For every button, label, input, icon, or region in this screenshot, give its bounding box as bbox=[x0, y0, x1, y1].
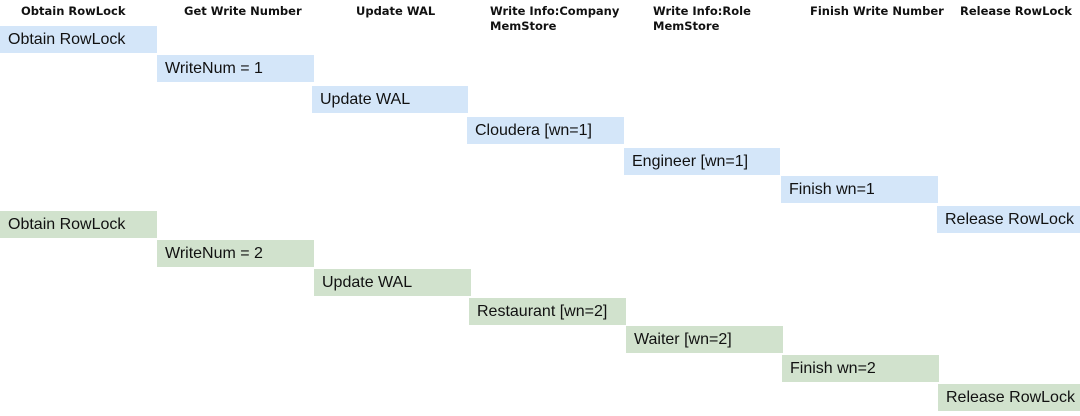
column-header-get-write-number: Get Write Number bbox=[184, 4, 302, 18]
t2-step-release-rowlock: Release RowLock bbox=[938, 384, 1080, 411]
t2-step-update-wal: Update WAL bbox=[314, 269, 471, 296]
t2-step-obtain-rowlock: Obtain RowLock bbox=[0, 211, 157, 238]
t1-step-write-number: WriteNum = 1 bbox=[157, 55, 314, 82]
t2-step-company-memstore: Restaurant [wn=2] bbox=[469, 298, 626, 325]
t1-step-role-memstore: Engineer [wn=1] bbox=[624, 148, 780, 175]
t1-step-update-wal: Update WAL bbox=[312, 86, 468, 113]
t1-step-company-memstore: Cloudera [wn=1] bbox=[467, 117, 624, 144]
column-header-finish-write-number: Finish Write Number bbox=[810, 4, 944, 18]
column-header-write-info-role: Write Info:Role MemStore bbox=[653, 4, 751, 33]
t1-step-finish-write-number: Finish wn=1 bbox=[781, 176, 938, 203]
t2-step-role-memstore: Waiter [wn=2] bbox=[626, 326, 783, 353]
column-header-obtain-rowlock: Obtain RowLock bbox=[21, 4, 126, 18]
t1-step-release-rowlock: Release RowLock bbox=[937, 206, 1080, 233]
t2-step-finish-write-number: Finish wn=2 bbox=[782, 355, 939, 382]
t2-step-write-number: WriteNum = 2 bbox=[157, 240, 314, 267]
column-header-release-rowlock: Release RowLock bbox=[960, 4, 1072, 18]
column-header-update-wal: Update WAL bbox=[356, 4, 436, 18]
column-header-write-info-company: Write Info:Company MemStore bbox=[490, 4, 620, 33]
t1-step-obtain-rowlock: Obtain RowLock bbox=[0, 26, 157, 53]
